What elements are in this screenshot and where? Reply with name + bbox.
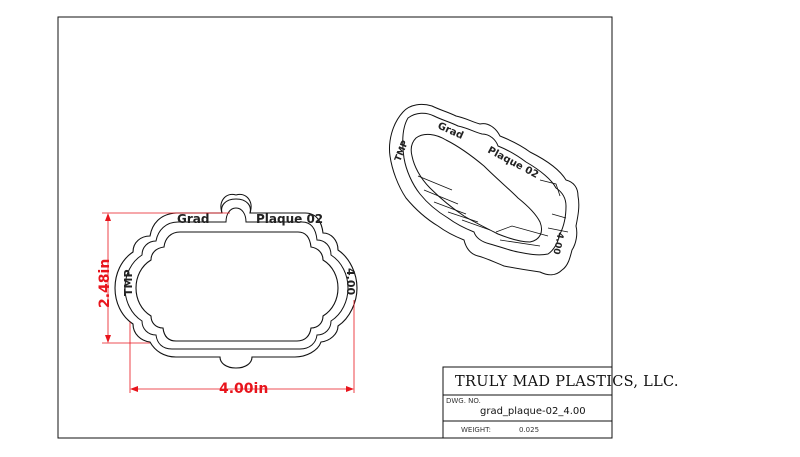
iso-inner-wall (410, 133, 543, 243)
iso-outer-rim (389, 103, 580, 276)
dwg-no-value: grad_plaque-02_4.00 (480, 406, 586, 417)
front-label-plaque: Plaque 02 (256, 212, 323, 226)
front-label-size: 4.00 (344, 268, 357, 295)
iso-label-size: 4.00 (550, 231, 564, 255)
front-label-tmp: TMP (122, 269, 135, 296)
width-dimension-label: 4.00in (219, 381, 268, 397)
iso-label-tmp: TMP (394, 139, 412, 163)
dwg-no-label: DWG. NO. (446, 397, 481, 405)
outer-outline (114, 198, 358, 369)
middle-outline (124, 207, 349, 350)
iso-lip (402, 112, 567, 256)
company-name: TRULY MAD PLASTICS, LLC. (455, 374, 679, 390)
height-dimension (102, 212, 230, 344)
front-view: Grad Plaque 02 TMP 4.00 (114, 193, 358, 369)
isometric-view (389, 103, 580, 276)
title-block (442, 366, 613, 439)
sheet-border (57, 16, 613, 439)
front-label-grad: Grad (177, 212, 209, 226)
inner-outline (135, 231, 339, 342)
height-dimension-label: 2.48in (97, 259, 113, 308)
weight-value: 0.025 (519, 426, 539, 434)
width-dimension (129, 300, 355, 393)
iso-label-grad: Grad (436, 121, 465, 142)
weight-label: WEIGHT: (461, 426, 491, 434)
